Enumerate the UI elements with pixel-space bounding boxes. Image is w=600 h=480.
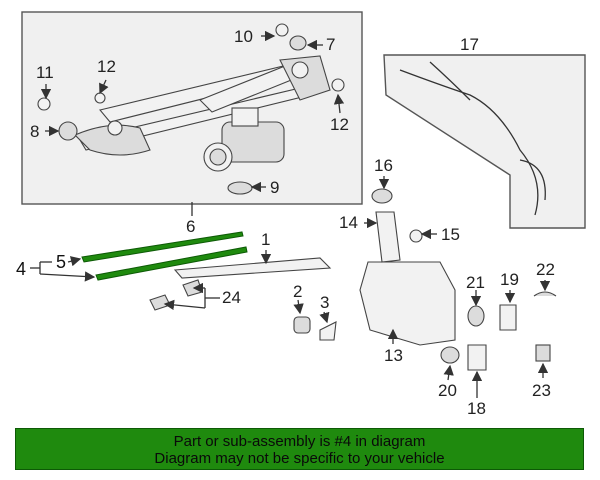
washer-reservoir xyxy=(359,188,456,346)
callout-11: 11 xyxy=(36,63,54,82)
callout-21: 21 xyxy=(466,273,485,292)
wiper-blade-assembly xyxy=(81,231,248,281)
banner-line-2: Diagram may not be specific to your vehi… xyxy=(154,450,445,467)
info-banner: Part or sub-assembly is #4 in diagram Di… xyxy=(15,428,584,470)
callout-22: 22 xyxy=(536,260,555,279)
callout-19: 19 xyxy=(500,270,519,289)
callout-8: 8 xyxy=(30,122,39,141)
callout-13: 13 xyxy=(384,346,403,365)
callout-1: 1 xyxy=(261,230,270,249)
hose-panel xyxy=(383,54,586,229)
wiper-arm xyxy=(173,257,332,279)
callout-20: 20 xyxy=(438,381,457,400)
callout-15: 15 xyxy=(441,225,460,244)
callout-6: 6 xyxy=(186,217,195,236)
callout-2: 2 xyxy=(293,282,302,301)
callout-9: 9 xyxy=(270,178,279,197)
wiper-motor xyxy=(203,107,285,172)
callout-16: 16 xyxy=(374,156,393,175)
callout-3: 3 xyxy=(320,293,329,312)
callout-23: 23 xyxy=(532,381,551,400)
callout-18: 18 xyxy=(467,399,486,418)
callout-5: 5 xyxy=(56,252,66,272)
callout-10: 10 xyxy=(234,27,253,46)
callout-14: 14 xyxy=(339,213,358,232)
callout-24: 24 xyxy=(222,288,241,307)
callout-12-top: 12 xyxy=(97,57,116,76)
callout-7: 7 xyxy=(326,35,335,54)
callout-17: 17 xyxy=(460,35,479,54)
linkage-assembly-box xyxy=(21,11,363,205)
parts-diagram: 10 7 12 11 8 9 12 6 17 16 14 15 1 2 3 24… xyxy=(16,11,586,418)
callout-4: 4 xyxy=(16,259,26,279)
banner-line-1: Part or sub-assembly is #4 in diagram xyxy=(173,433,426,450)
callout-12-right: 12 xyxy=(330,115,349,134)
